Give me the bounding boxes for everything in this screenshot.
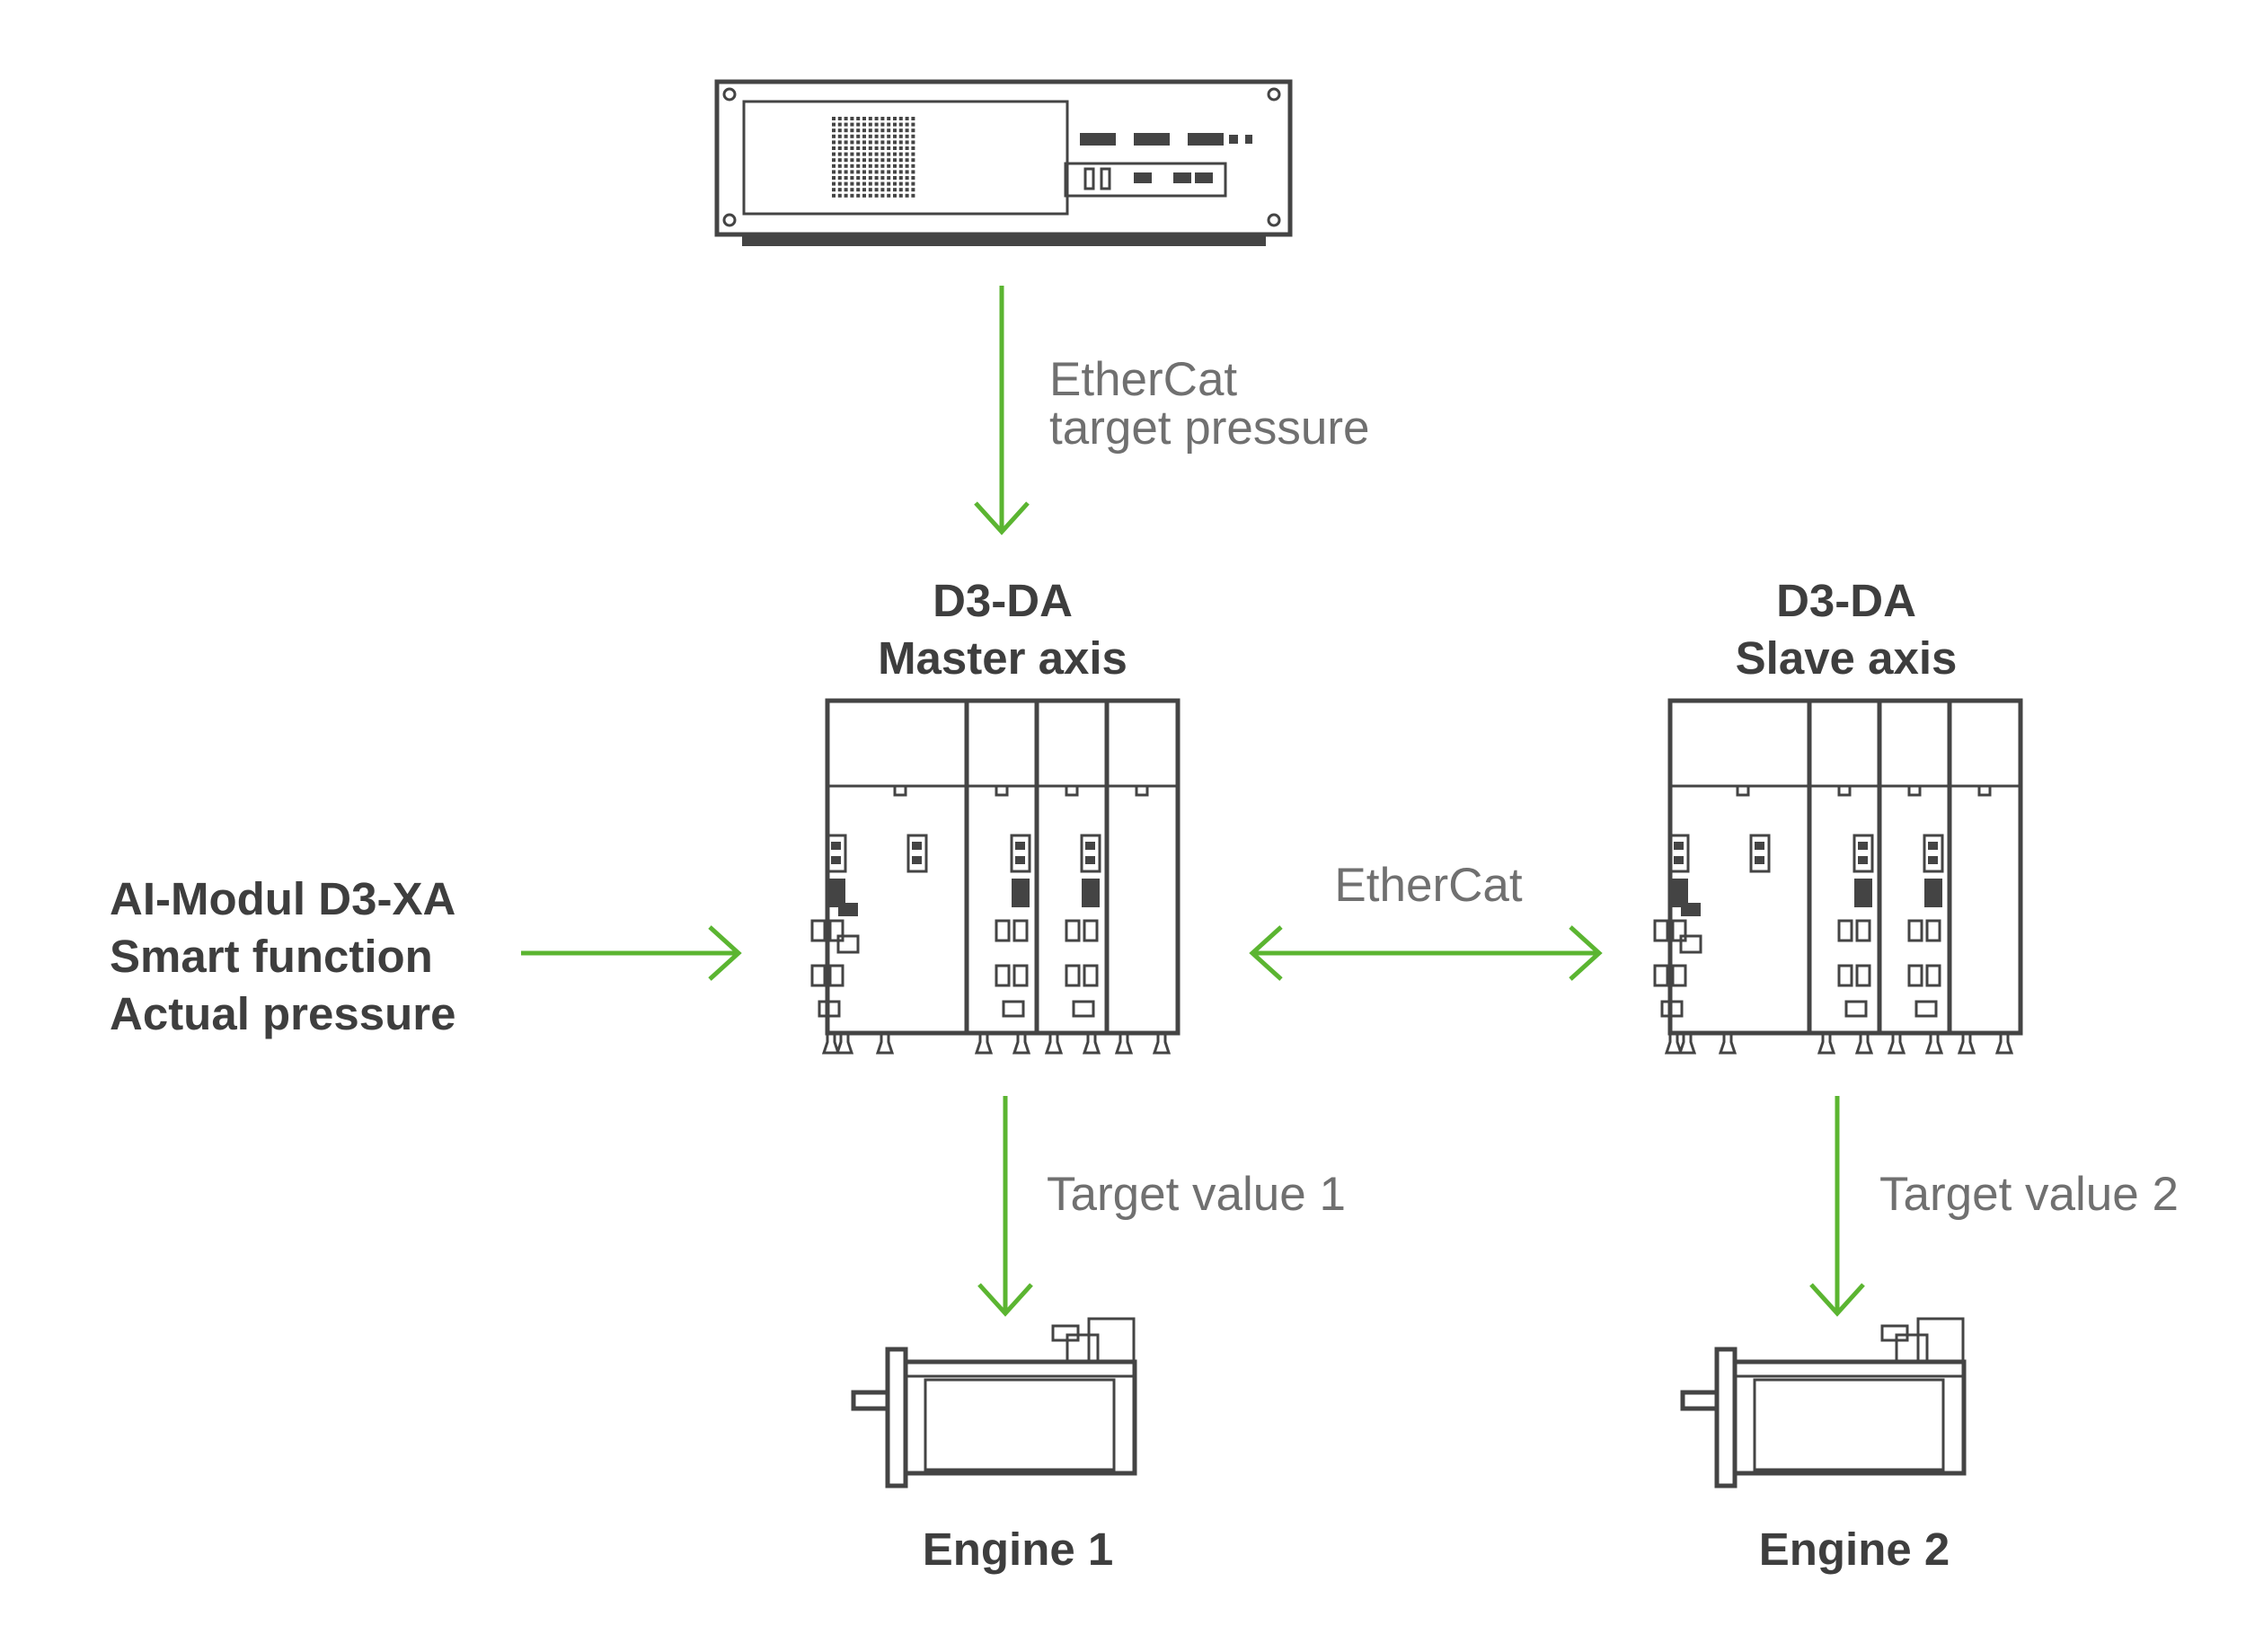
slave-drive-icon (1655, 701, 2021, 1053)
engine-2-label: Engine 2 (1759, 1524, 1950, 1575)
ai-module-label-line2: Smart function (110, 931, 433, 982)
slave-title-line2: Slave axis (1736, 632, 1958, 684)
ethercat-link-arrow (1249, 925, 1603, 981)
target-value-1-label: Target value 1 (1047, 1168, 1346, 1221)
ai-module-label-line3: Actual pressure (110, 988, 456, 1039)
slave-title-line1: D3-DA (1776, 575, 1916, 626)
master-title-line2: Master axis (878, 632, 1127, 684)
engine-2-motor-icon (1683, 1319, 1964, 1486)
master-title-line1: D3-DA (933, 575, 1073, 626)
target-value-1-arrow (977, 1096, 1033, 1317)
engine-1-motor-icon (853, 1319, 1135, 1486)
ai-input-arrow (521, 925, 742, 981)
ethercat-top-arrow (974, 286, 1030, 535)
target-value-2-label: Target value 2 (1879, 1168, 2179, 1221)
engine-1-label: Engine 1 (923, 1524, 1114, 1575)
ai-module-label-line1: AI-Modul D3-XA (110, 873, 455, 924)
master-drive-icon (812, 701, 1178, 1053)
target-value-2-arrow (1809, 1096, 1865, 1317)
ethercat-link-label: EtherCat (1334, 859, 1522, 912)
ethercat-top-label-line1: EtherCat (1049, 353, 1237, 406)
ethercat-top-label-line2: target pressure (1049, 402, 1369, 455)
industrial-pc-icon (714, 79, 1293, 246)
